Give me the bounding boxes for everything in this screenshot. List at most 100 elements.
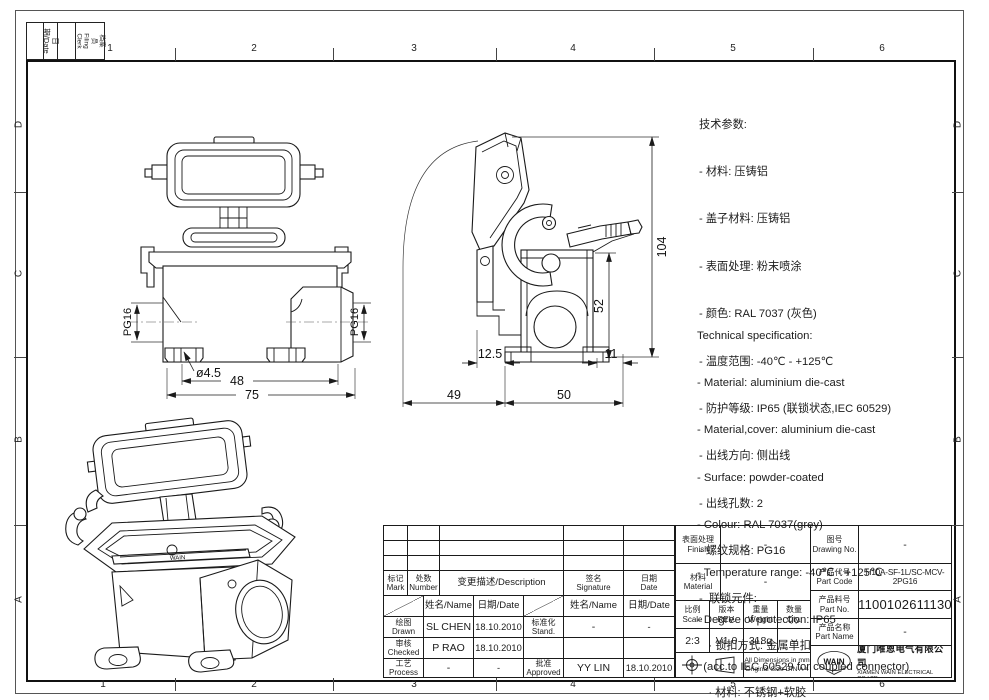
zone-tick xyxy=(333,678,334,691)
checked-label: 审核 Checked xyxy=(383,637,424,659)
zone-label-bottom-3: 3 xyxy=(411,679,417,690)
dim-pg16-left: PG16 xyxy=(122,308,134,336)
dim-hole: ø4.5 xyxy=(196,366,221,380)
title-block: 标记 Mark 处数 Number 变更描述/Description 签名 Si… xyxy=(383,525,952,678)
zone-label-bottom-4: 4 xyxy=(570,679,576,690)
drawingno-value: - xyxy=(858,525,952,564)
sheet-inner-border xyxy=(26,60,956,682)
partcode-value: H10A-SF-1L/SC-MCV-2PG16 xyxy=(858,563,952,591)
scale-value: 2:3 xyxy=(675,628,710,653)
rev-cell xyxy=(383,525,408,541)
process-name: - xyxy=(423,658,474,678)
dim-104: 104 xyxy=(655,237,669,258)
zone-tick xyxy=(14,192,26,193)
qty-value: - xyxy=(777,628,811,653)
zone-tick xyxy=(813,48,814,61)
dimension-note-2: Original Size DIN A 4 xyxy=(745,666,809,673)
zone-tick xyxy=(175,678,176,691)
weight-label: 重量 Weight xyxy=(743,600,778,629)
rev-cell xyxy=(623,525,675,541)
rev-cell xyxy=(563,525,624,541)
wain-logo: WAIN xyxy=(817,650,851,675)
zone-label-top-4: 4 xyxy=(570,43,576,54)
rev-mark-header: 标记 Mark xyxy=(383,570,408,596)
dimension-note-cell: All Dimensions in mm Original Size DIN A… xyxy=(743,652,811,678)
approved-date: 18.10.2010 xyxy=(623,658,675,678)
approved-name: YY LIN xyxy=(563,658,624,678)
date-header: 日期/Date xyxy=(473,595,524,617)
first-angle-projection-icon xyxy=(681,655,734,675)
material-value: - xyxy=(720,563,811,601)
drawingno-label: 图号 Drawing No. xyxy=(810,525,859,564)
zone-label-bottom-2: 2 xyxy=(251,679,257,690)
dim-pg16-right: PG16 xyxy=(349,308,361,336)
diagonal-cell xyxy=(383,595,424,617)
zone-label-bottom-6: 6 xyxy=(879,679,885,690)
scale-label: 比例 Scale xyxy=(675,600,710,629)
rev-date-header: 日期 Date xyxy=(623,570,675,596)
dim-49: 49 xyxy=(447,388,461,402)
zone-tick xyxy=(14,525,26,526)
finish-label: 表面处理 Finish xyxy=(675,525,721,564)
rev-cell xyxy=(563,540,624,556)
filing-clerk-cell: 档案员 Filing Clerk xyxy=(75,22,106,60)
zone-label-bottom-5: 5 xyxy=(730,679,736,690)
zone-tick xyxy=(952,192,964,193)
tech-params-cn-title: 技术参数: xyxy=(699,118,747,131)
checked-date: 18.10.2010 xyxy=(473,637,524,659)
dimension-note-1: All Dimensions in mm xyxy=(744,656,810,664)
rev-cell xyxy=(439,525,564,541)
dim-52: 52 xyxy=(592,299,606,313)
iso-view: WAIN xyxy=(65,417,296,673)
empty-cell xyxy=(523,637,564,659)
name-header: 姓名/Name xyxy=(423,595,474,617)
qty-label: 数量 Qty. xyxy=(777,600,811,629)
dim-11: 11 xyxy=(605,347,618,361)
material-label: 材料 Material xyxy=(675,563,721,601)
approved-label: 批准 Approved xyxy=(523,658,564,678)
company-cell: WAIN 厦门唯恩电气有限公司 XIAMEN WAIN ELECTRICAL C… xyxy=(810,645,952,678)
diagonal-cell xyxy=(523,595,564,617)
stand-date: - xyxy=(623,616,675,638)
rev-cell xyxy=(407,540,440,556)
rev-cell xyxy=(407,555,440,571)
zone-label-bottom-1: 1 xyxy=(100,679,106,690)
side-view xyxy=(402,132,643,363)
date-header-2: 日期/Date xyxy=(623,595,675,617)
process-date: - xyxy=(473,658,524,678)
checked-name: P RAO xyxy=(423,637,474,659)
rev-cell xyxy=(623,555,675,571)
stand-label: 标准化 Stand. xyxy=(523,616,564,638)
drawn-label: 绘图 Drawn xyxy=(383,616,424,638)
dim-75: 75 xyxy=(245,388,259,402)
tech-spec-en: Technical specification: - Material: alu… xyxy=(697,329,910,674)
dim-12-5: 12.5 xyxy=(478,347,502,361)
stand-name: - xyxy=(563,616,624,638)
rev-label: 版本 REV. xyxy=(709,600,744,629)
zone-tick xyxy=(654,678,655,691)
zone-tick xyxy=(952,357,964,358)
zone-tick xyxy=(14,357,26,358)
sheet-outer-border xyxy=(15,10,964,694)
partno-value: 1100102611130 xyxy=(858,590,952,619)
zone-tick xyxy=(496,48,497,61)
zone-tick xyxy=(654,48,655,61)
company-name-cn: 厦门唯恩电气有限公司 xyxy=(857,645,944,668)
partcode-label: 产品代号 Part Code xyxy=(810,563,859,591)
front-view xyxy=(140,136,354,363)
rev-cell xyxy=(563,555,624,571)
rev-cell xyxy=(383,555,408,571)
partno-label: 产品料号 Part No. xyxy=(810,590,859,619)
rev-cell xyxy=(439,540,564,556)
zone-label-top-1: 1 xyxy=(107,43,113,54)
rev-number-header: 处数 Number xyxy=(407,570,440,596)
partname-label: 产品名称 Part Name xyxy=(810,618,859,646)
empty-cell xyxy=(623,637,675,659)
rev-value: V1.0 xyxy=(709,628,744,653)
side-view-dimensions: 49 50 12.5 11 52 104 xyxy=(402,136,669,407)
rev-cell xyxy=(407,525,440,541)
rev-cell xyxy=(439,555,564,571)
partname-value: - xyxy=(858,618,952,646)
